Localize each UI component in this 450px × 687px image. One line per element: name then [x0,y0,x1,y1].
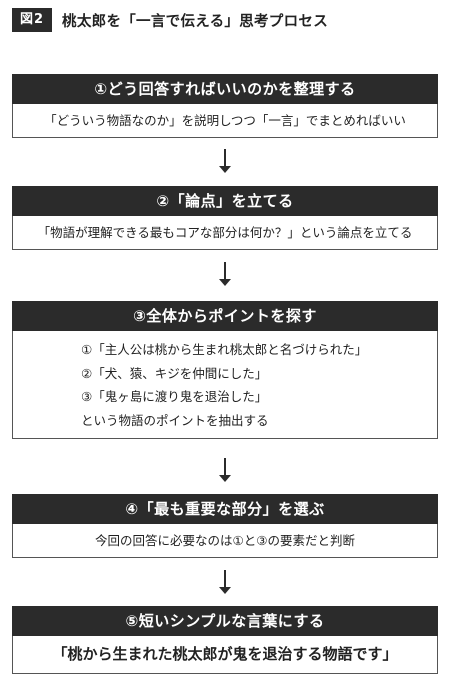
step-2-box: ②「論点」を立てる 「物語が理解できる最もコアな部分は何か？」という論点を立てる [12,186,438,250]
step-1-heading: ①どう回答すればいいのかを整理する [12,74,438,104]
step-1-box: ①どう回答すればいいのかを整理する 「どういう物語なのか」を説明しつつ「一言」で… [12,74,438,138]
step-5-box: ⑤短いシンプルな言葉にする 「桃から生まれた桃太郎が鬼を退治する物語です」 [12,606,438,674]
step-3-point-1: ①「主人公は桃から生まれ桃太郎と名づけられた」 [81,342,368,357]
step-4-box: ④「最も重要な部分」を選ぶ 今回の回答に必要なのは①と③の要素だと判断 [12,494,438,558]
step-3-summary: という物語のポイントを抽出する [81,412,269,428]
figure-title: 桃太郎を「一言で伝える」思考プロセス [62,13,329,30]
step-3-box: ③全体からポイントを探す ①「主人公は桃から生まれ桃太郎と名づけられた」 ②「犬… [12,301,438,439]
down-arrow-icon [219,149,231,173]
step-5-description: 「桃から生まれた桃太郎が鬼を退治する物語です」 [12,636,438,674]
down-arrow-icon [219,570,231,594]
step-3-heading: ③全体からポイントを探す [12,301,438,331]
step-4-description: 今回の回答に必要なのは①と③の要素だと判断 [12,524,438,558]
step-5-heading: ⑤短いシンプルな言葉にする [12,606,438,636]
step-3-point-2: ②「犬、猿、キジを仲間にした」 [81,365,268,381]
step-2-heading: ②「論点」を立てる [12,186,438,216]
step-3-point-3: ③「鬼ヶ島に渡り鬼を退治した」 [81,389,268,404]
step-4-heading: ④「最も重要な部分」を選ぶ [12,494,438,524]
step-3-description: ①「主人公は桃から生まれ桃太郎と名づけられた」 ②「犬、猿、キジを仲間にした」 … [12,331,438,439]
figure-number-tag: 図2 [12,8,53,32]
down-arrow-icon [219,262,231,286]
step-2-description: 「物語が理解できる最もコアな部分は何か？」という論点を立てる [12,216,438,250]
step-1-description: 「どういう物語なのか」を説明しつつ「一言」でまとめればいい [12,104,438,138]
down-arrow-icon [219,458,231,482]
figure-header: 図2 桃太郎を「一言で伝える」思考プロセス [12,7,328,33]
